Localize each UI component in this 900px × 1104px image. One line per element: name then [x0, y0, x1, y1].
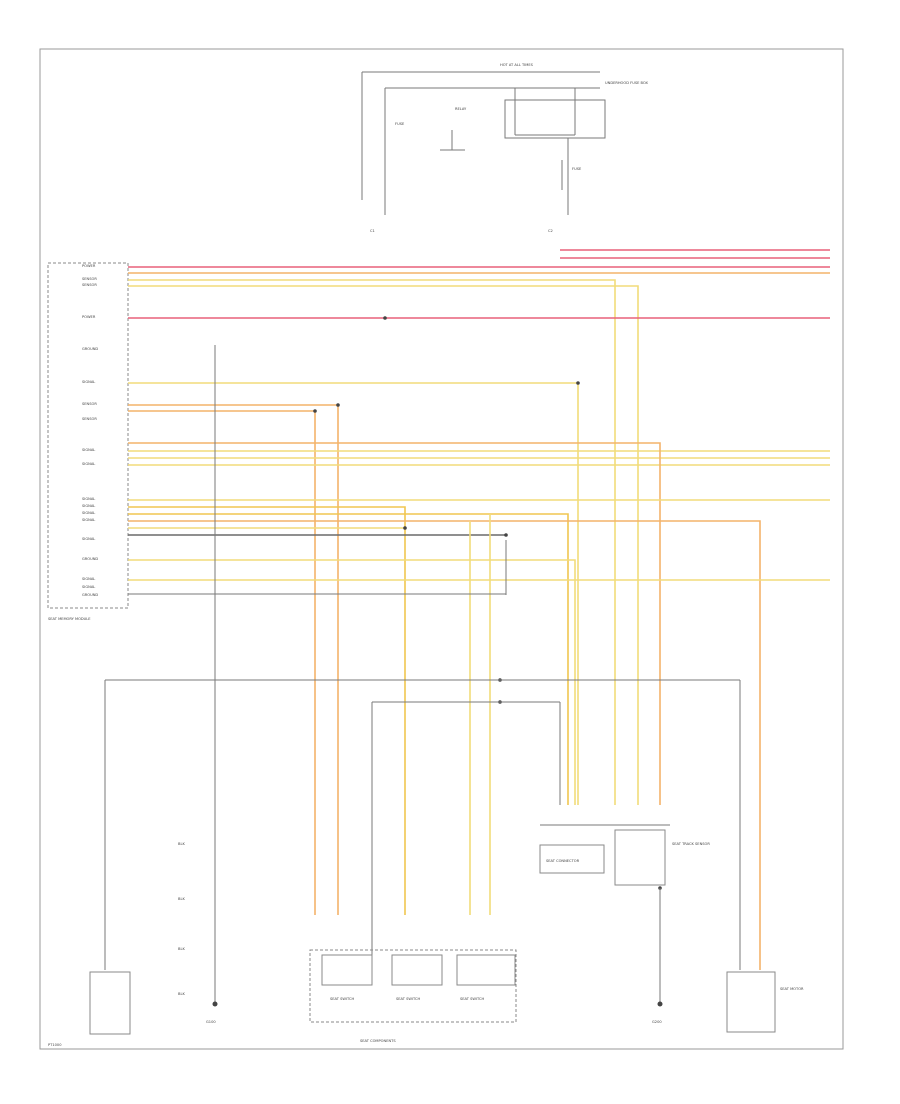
wire-orange-16 — [128, 520, 761, 970]
ground-left-label: G100 — [206, 1020, 216, 1024]
seat-track-sensor: BLK BLK BLK BLK G100 — [89, 345, 216, 1035]
switch-a-label: SEAT SWITCH — [330, 997, 354, 1001]
relay-label: RELAY — [455, 107, 467, 111]
fuse-label-b: FUSE — [572, 167, 582, 171]
right-connector-stack: SEAT CONNECTOR SEAT TRACK SENSOR — [539, 824, 710, 886]
pin-label-10: SIGNAL — [82, 462, 95, 466]
pin-label-14: SIGNAL — [82, 518, 95, 522]
pin-label-9: SIGNAL — [82, 448, 95, 452]
pin-label-8: SENSOR — [82, 417, 97, 421]
switch-b-label: SEAT SWITCH — [396, 997, 420, 1001]
wire-yellow-19 — [128, 559, 576, 805]
pin-label-11: SIGNAL — [82, 497, 95, 501]
pin-label-16: GROUND — [82, 557, 98, 561]
track-sensor-label: SEAT TRACK SENSOR — [672, 842, 710, 846]
wire-orange-12 — [128, 442, 661, 805]
splice-dot-6 — [576, 381, 580, 385]
page-frame — [39, 48, 844, 1050]
fuse-note-right: UNDERHOOD FUSE BOX — [605, 81, 649, 85]
module-name: SEAT MEMORY MODULE — [48, 617, 91, 621]
pin-label-7: SENSOR — [82, 402, 97, 406]
pin-label-5: GROUND — [82, 347, 98, 351]
wire-orange-7 — [128, 404, 339, 915]
pin-label-15: SIGNAL — [82, 537, 95, 541]
conn-label-top-a: C1 — [370, 229, 375, 233]
wire-tag-l2: BLK — [178, 897, 185, 901]
ground-mid-label: G200 — [652, 1020, 662, 1024]
splice-dot-3 — [336, 403, 340, 407]
pin-label-18: SIGNAL — [82, 585, 95, 589]
wire-orange-8 — [128, 410, 316, 915]
fuse-label-a: FUSE — [395, 122, 405, 126]
connector-caption: SEAT CONNECTOR — [546, 859, 580, 863]
switch-c-label: SEAT SWITCH — [460, 997, 484, 1001]
module-pin-labels: POWER SENSOR SENSOR POWER GROUND SIGNAL SENSOR… — [82, 264, 98, 597]
motor-label: SEAT MOTOR — [780, 987, 804, 991]
wire-amber-15 — [128, 513, 569, 805]
pin-label-6: SIGNAL — [82, 380, 95, 384]
pin-label-4: POWER — [82, 315, 96, 319]
splice-dots — [213, 316, 662, 1006]
wire-tag-l3: BLK — [178, 947, 185, 951]
pin-label-1: POWER — [82, 264, 96, 268]
feeder-lines — [104, 540, 741, 970]
seat-switch-assembly: SEAT SWITCH SEAT SWITCH SEAT SWITCH SEAT… — [309, 949, 517, 1043]
splice-dot-1 — [383, 316, 387, 320]
seat-memory-module: SEAT MEMORY MODULE — [47, 262, 129, 621]
fuse-block-title: HOT AT ALL TIMES — [500, 63, 534, 67]
wire-yellow-3 — [128, 279, 616, 805]
wire-tag-l1: BLK — [178, 842, 185, 846]
wire-yellow-4 — [128, 285, 639, 805]
wire-amber-14 — [128, 506, 406, 915]
splice-dot-2 — [313, 409, 317, 413]
conn-label-top-b: C2 — [548, 229, 553, 233]
footer-code: PT1000 — [48, 1043, 62, 1047]
wires — [128, 249, 830, 970]
pin-label-12: SIGNAL — [82, 504, 95, 508]
pin-label-2: SENSOR — [82, 277, 97, 281]
splice-dot-4 — [403, 526, 407, 530]
seat-motor: SEAT MOTOR G200 — [652, 888, 804, 1033]
ground-mid-icon — [657, 1001, 663, 1007]
pin-label-19: GROUND — [82, 593, 98, 597]
switch-assy-caption: SEAT COMPONENTS — [360, 1039, 396, 1043]
ground-left-icon — [212, 1001, 218, 1007]
wire-tag-l4: BLK — [178, 992, 185, 996]
splice-dot-5 — [504, 533, 508, 537]
pin-label-3: SENSOR — [82, 283, 97, 287]
pin-label-17: SIGNAL — [82, 577, 95, 581]
pin-label-13: SIGNAL — [82, 511, 95, 515]
fuse-block: HOT AT ALL TIMES FUSE FUSE UNDERHOOD FUS… — [361, 63, 649, 233]
